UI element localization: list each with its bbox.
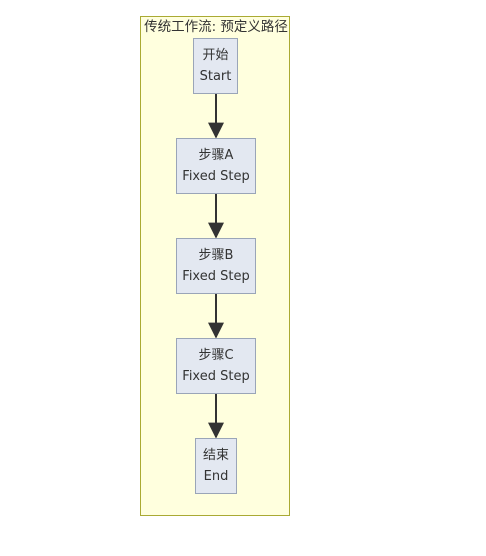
node-step-b-label: 步骤B xyxy=(198,248,234,263)
node-step-a: 步骤A Fixed Step xyxy=(176,138,256,194)
node-step-c-label: 步骤C xyxy=(198,348,234,363)
node-start-label: 开始 xyxy=(202,48,229,63)
node-step-b: 步骤B Fixed Step xyxy=(176,238,256,294)
node-end-sublabel: End xyxy=(203,469,229,484)
cluster-title: 传统工作流: 预定义路径 xyxy=(144,19,288,35)
node-start-sublabel: Start xyxy=(199,69,232,84)
node-step-c-sublabel: Fixed Step xyxy=(182,369,250,384)
node-end: 结束 End xyxy=(195,438,237,494)
node-end-label: 结束 xyxy=(202,448,229,463)
node-step-c: 步骤C Fixed Step xyxy=(176,338,256,394)
node-start: 开始 Start xyxy=(193,38,238,94)
node-step-b-sublabel: Fixed Step xyxy=(182,269,250,284)
node-step-a-sublabel: Fixed Step xyxy=(182,169,250,184)
node-step-a-label: 步骤A xyxy=(198,148,234,163)
